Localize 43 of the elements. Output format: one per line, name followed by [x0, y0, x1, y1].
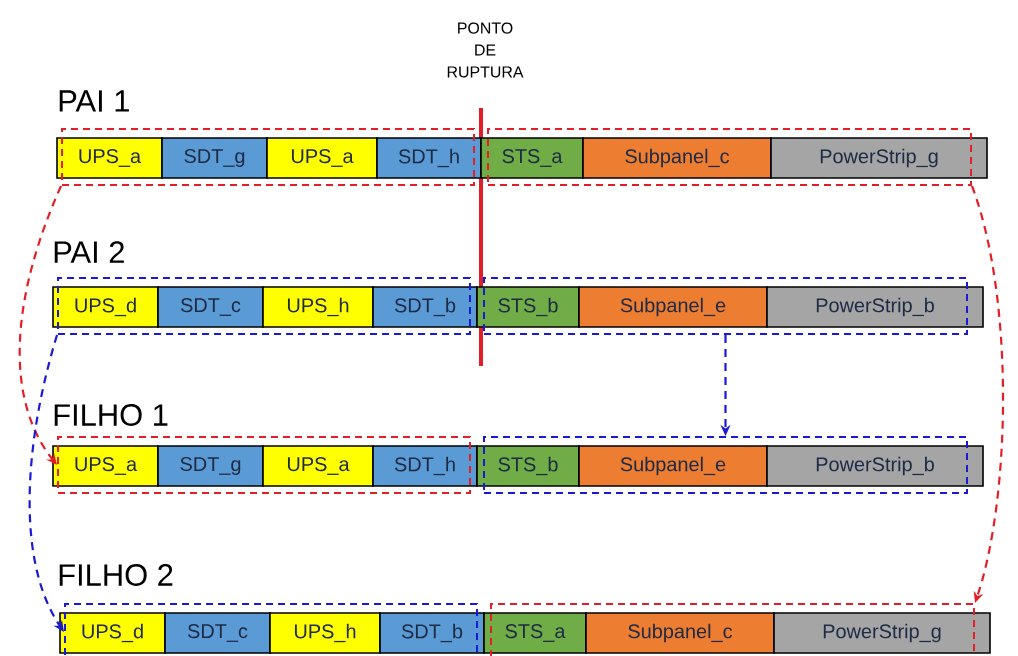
row-title: FILHO 2: [59, 564, 173, 586]
gene-cell: UPS_h: [269, 612, 381, 654]
dashed-group-box: [490, 603, 975, 656]
breakpoint-label: PONTO DE RUPTURA: [447, 22, 524, 78]
gene-cell: Subpanel_e: [578, 286, 768, 328]
gene-cell: SDT_g: [161, 137, 268, 179]
gene-cell: STS_a: [480, 137, 584, 179]
gene-cell: PowerStrip_b: [766, 445, 984, 487]
gene-cell: PowerStrip_g: [773, 612, 991, 654]
dashed-group-box: [64, 603, 478, 656]
gene-cell: UPS_a: [266, 137, 378, 179]
dashed-group-box: [487, 128, 972, 186]
dashed-group-box: [57, 436, 471, 494]
arrow: [18, 185, 62, 465]
gene-cell: SDT_c: [157, 286, 264, 328]
dashed-group-box: [61, 128, 475, 186]
gene-cell: UPS_d: [59, 612, 166, 654]
gene-cell: UPS_a: [56, 137, 163, 179]
gene-cell: UPS_a: [262, 445, 374, 487]
row-title: FILHO 1: [54, 404, 168, 426]
arrow: [28, 334, 64, 632]
dashed-group-box: [57, 277, 471, 335]
dashed-group-box: [483, 436, 968, 494]
gene-cell: SDT_g: [157, 445, 264, 487]
gene-cell: Subpanel_e: [578, 445, 768, 487]
row-title: PAI 1: [59, 90, 129, 112]
gene-cell: Subpanel_c: [585, 612, 775, 654]
gene-cell: UPS_d: [52, 286, 159, 328]
gene-cell: SDT_c: [164, 612, 271, 654]
gene-cell: UPS_a: [52, 445, 159, 487]
gene-cell: UPS_h: [262, 286, 374, 328]
gene-cell: PowerStrip_g: [770, 137, 988, 179]
gene-cell: STS_b: [476, 286, 580, 328]
gene-cell: STS_a: [483, 612, 587, 654]
gene-cell: SDT_b: [372, 286, 478, 328]
dashed-group-box: [483, 277, 968, 335]
gene-cell: SDT_h: [376, 137, 482, 179]
gene-cell: PowerStrip_b: [766, 286, 984, 328]
gene-cell: STS_b: [476, 445, 580, 487]
gene-cell: Subpanel_c: [582, 137, 772, 179]
gene-cell: SDT_b: [379, 612, 485, 654]
gene-cell: SDT_h: [372, 445, 478, 487]
row-title: PAI 2: [54, 241, 124, 263]
